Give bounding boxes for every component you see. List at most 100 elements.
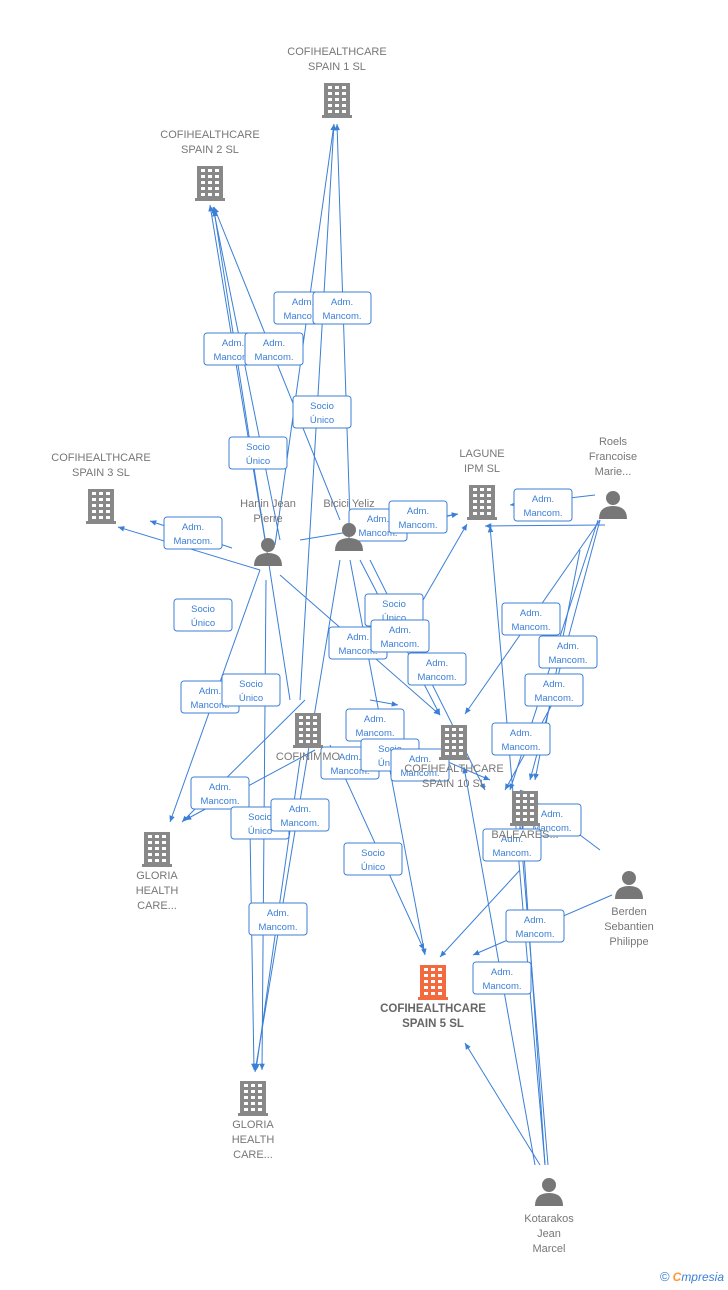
edge-37	[517, 825, 549, 1166]
node-label: Berden	[611, 906, 646, 918]
badge-text: Mancom.	[190, 700, 229, 711]
node-label: COFIHEALTHCARE	[51, 452, 150, 464]
building-icon	[238, 1081, 268, 1116]
badge-text: Socio	[191, 604, 215, 615]
relation-badge-1[interactable]: Adm.Mancom.	[312, 291, 372, 325]
building-icon	[322, 83, 352, 118]
relation-badge-6[interactable]: Adm.Mancom.	[163, 516, 223, 550]
edge-39	[439, 869, 521, 958]
building-icon	[467, 485, 497, 520]
relation-badge-24[interactable]: Adm.Mancom.	[491, 722, 551, 756]
node-label: LAGUNE	[459, 448, 504, 460]
node-spain1[interactable]: COFIHEALTHCARE SPAIN 1 SL	[287, 46, 387, 118]
badge-text: Mancom.	[355, 728, 394, 739]
person-icon	[254, 538, 282, 566]
badge-text: Mancom.	[548, 655, 587, 666]
relation-badge-20[interactable]: Adm.Mancom.	[345, 708, 405, 742]
relation-badge-14[interactable]: Adm.Mancom.	[407, 652, 467, 686]
badge-text: Mancom.	[534, 693, 573, 704]
node-label: Hanin Jean	[240, 498, 296, 510]
badge-text: Mancom.	[532, 823, 571, 834]
building-icon	[293, 713, 323, 748]
relation-badge-13[interactable]: Adm. Mancom.	[370, 619, 430, 653]
badge-text: Mancom.	[492, 848, 531, 859]
node-label: Marcel	[532, 1243, 565, 1255]
badge-text: Adm.	[491, 967, 513, 978]
badge-text: Adm.	[389, 625, 411, 636]
node-label: COFIHEALTHCARE	[287, 46, 386, 58]
relation-badge-28[interactable]: Adm.Mancom.	[270, 798, 330, 832]
badge-text: Adm.	[209, 782, 231, 793]
node-label: SPAIN 1 SL	[308, 61, 366, 73]
brand-name: mpresia	[681, 1270, 724, 1284]
badge-text: Adm.	[339, 752, 361, 763]
edge-16	[484, 523, 606, 529]
relation-badge-31[interactable]: Adm.Mancom.	[482, 828, 542, 862]
relation-badge-3[interactable]: Adm.Mancom.	[244, 332, 304, 366]
person-icon	[615, 871, 643, 899]
badge-text: Mancom.	[283, 311, 322, 322]
relation-badge-23[interactable]: Adm.Mancom.	[390, 748, 450, 782]
badge-text: Socio	[378, 744, 402, 755]
badge-text: Adm.	[199, 686, 221, 697]
badge-text: Socio	[248, 812, 272, 823]
badge-text: Socio	[239, 679, 263, 690]
copyright-footer[interactable]: ©Cmpresia	[660, 1269, 724, 1284]
node-label: Pierre	[253, 513, 282, 525]
badge-text: Único	[191, 618, 215, 629]
relation-badge-26[interactable]: Adm.Mancom.	[190, 776, 250, 810]
node-label: SPAIN 10 SL	[422, 778, 486, 790]
relation-badge-32[interactable]: Adm.Mancom.	[505, 909, 565, 943]
relation-badge-17[interactable]: Adm.Mancom.	[524, 673, 584, 707]
node-label: Philippe	[609, 936, 648, 948]
node-label: IPM SL	[464, 463, 500, 475]
edge-35	[464, 1042, 541, 1166]
relation-badge-9[interactable]: Adm.Mancom.	[513, 488, 573, 522]
node-spain2[interactable]: COFIHEALTHCARE SPAIN 2 SL	[160, 129, 260, 201]
badge-text: Único	[246, 456, 270, 467]
node-lagune[interactable]: LAGUNE IPM SL	[459, 448, 505, 520]
relation-badge-30[interactable]: Adm.Mancom.	[248, 902, 308, 936]
node-label: Roels	[599, 436, 628, 448]
relation-badge-16[interactable]: Adm. Mancom.	[538, 635, 598, 669]
badge-text: Adm.	[557, 641, 579, 652]
node-spain10[interactable]: COFIHEALTHCARE SPAIN 10 SL	[404, 725, 504, 790]
badge-text: Adm.	[182, 522, 204, 533]
node-label: Sebantien	[604, 921, 654, 933]
node-label: SPAIN 5 SL	[402, 1018, 464, 1030]
node-cofinimm[interactable]: COFINIMMO	[276, 713, 341, 763]
node-label: SPAIN 3 SL	[72, 467, 130, 479]
node-gloria2[interactable]: GLORIAHEALTHCARE...	[232, 1081, 275, 1161]
node-bicici[interactable]: Bicici Yeliz	[323, 498, 375, 551]
relation-badge-15[interactable]: Adm.Mancom.	[501, 602, 561, 636]
node-label: BALEARES...	[491, 829, 558, 841]
building-icon	[418, 965, 448, 1000]
node-label: COFIHEALTHCARE	[160, 129, 259, 141]
node-label: COFINIMMO	[276, 751, 341, 763]
node-label: COFIHEALTHCARE	[404, 763, 503, 775]
relation-badge-8[interactable]: Adm.Mancom.	[388, 500, 448, 534]
badge-text: Socio	[361, 848, 385, 859]
badge-text: Mancom.	[380, 639, 419, 650]
node-label: SPAIN 2 SL	[181, 144, 239, 156]
badge-text: Adm.	[426, 658, 448, 669]
node-gloria1[interactable]: GLORIAHEALTHCARE...	[136, 832, 179, 912]
badge-text: Único	[239, 693, 263, 704]
node-roels[interactable]: RoelsFrancoiseMarie...	[589, 436, 637, 519]
node-label: Marie...	[595, 466, 632, 478]
badges-layer: Adm. Mancom. Adm. Mancom. Adm. Mancom. Adm. Man…	[163, 291, 598, 995]
badge-text: Único	[248, 826, 272, 837]
node-spain3[interactable]: COFIHEALTHCARE SPAIN 3 SL	[51, 452, 151, 524]
relation-badge-33[interactable]: Adm.Mancom.	[472, 961, 532, 995]
node-baleares[interactable]: BALEARES...	[491, 791, 559, 841]
